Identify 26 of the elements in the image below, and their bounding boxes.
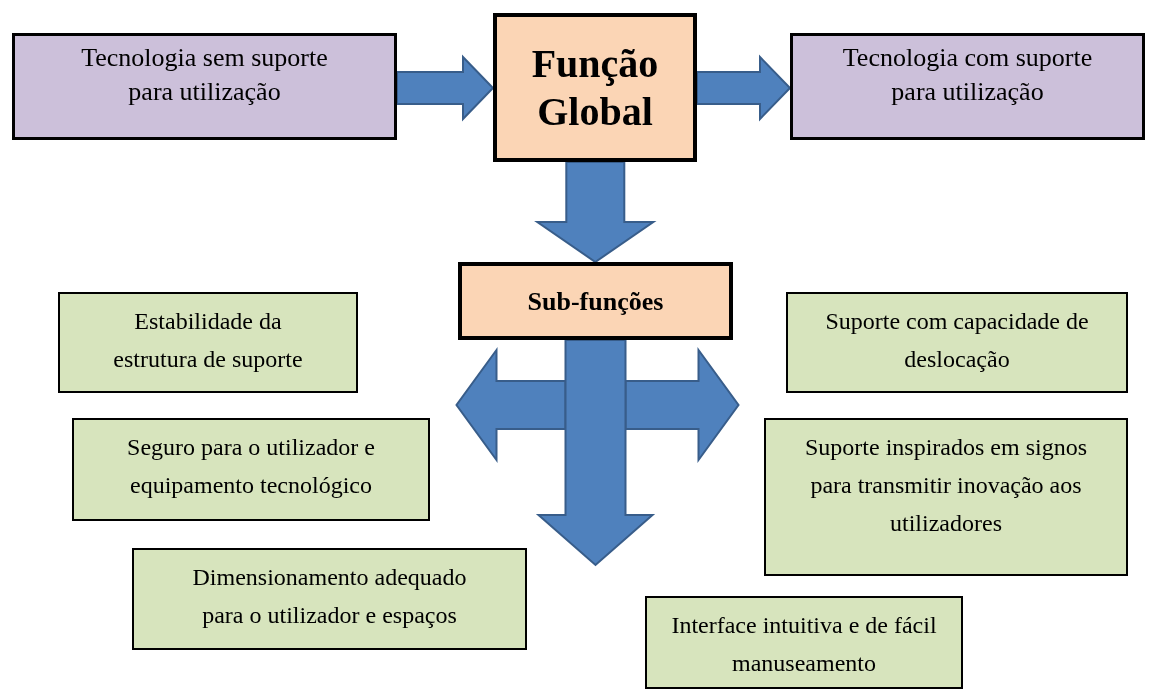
block-arrow: [534, 161, 657, 264]
box-label: Tecnologia sem suporte para utilização: [80, 41, 329, 108]
subfunction-box: [458, 262, 733, 340]
box-label: Interface intuitiva e de fácil manuseamento: [670, 611, 938, 678]
box-label: Dimensionamento adequado para o utilizador e espaços: [191, 563, 468, 630]
subfunction-item-box: [72, 418, 430, 521]
box-label: Sub-funções: [527, 285, 664, 318]
box-label: Seguro para o utilizador e equipamento tecnológico: [126, 433, 376, 500]
box-label: Suporte com capacidade de deslocação: [824, 307, 1090, 374]
process-box: [790, 33, 1145, 140]
block-arrow: [624, 346, 740, 464]
main-function-box: [493, 13, 697, 162]
block-arrow: [535, 339, 656, 567]
block-arrow: [455, 346, 567, 464]
box-label: Função Global: [530, 39, 660, 136]
block-arrow: [396, 54, 495, 122]
box-label: Estabilidade da estrutura de suporte: [112, 307, 304, 374]
box-label: Suporte inspirados em signos para transmitir inovação aos utilizadores: [804, 433, 1088, 538]
subfunction-item-box: [764, 418, 1128, 576]
subfunction-item-box: [645, 596, 963, 689]
subfunction-item-box: [58, 292, 358, 393]
box-label: Tecnologia com suporte para utilização: [841, 41, 1094, 108]
block-arrow: [696, 54, 792, 122]
subfunction-item-box: [786, 292, 1128, 393]
subfunction-item-box: [132, 548, 527, 650]
process-box: [12, 33, 397, 140]
